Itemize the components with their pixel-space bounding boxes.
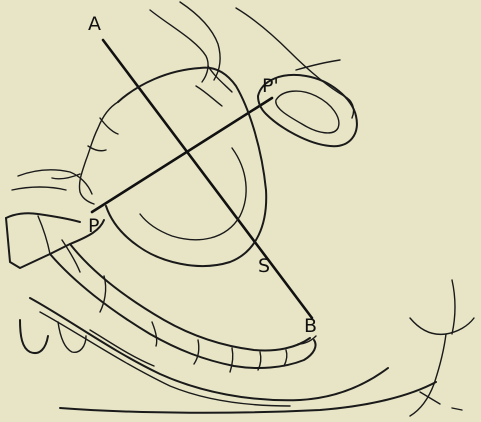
right-contour-3 — [452, 280, 455, 334]
label-b: B — [304, 315, 317, 337]
right-contour-1 — [410, 318, 474, 334]
vertebral-back — [70, 244, 310, 351]
left-mass-detail-1 — [100, 118, 118, 134]
upper-fold-6 — [208, 66, 232, 92]
upper-fold-5 — [196, 86, 222, 106]
left-mass-detail-5 — [12, 187, 66, 190]
vertebra-seg-5 — [194, 340, 199, 364]
label-a: A — [88, 13, 101, 35]
vertebra-seg-6 — [230, 348, 233, 372]
upper-fold-3 — [236, 8, 354, 118]
sacrum-top-edge — [6, 213, 80, 222]
vertebra-seg-3 — [100, 276, 106, 312]
axis-line-ab — [103, 40, 312, 318]
bladder-inner — [276, 91, 339, 133]
vertebra-seg-4 — [152, 322, 157, 346]
label-p: P — [88, 215, 99, 237]
line-p-p-prime — [92, 98, 272, 212]
label-p-prime: P' — [262, 75, 279, 97]
rectum-left — [20, 320, 48, 353]
left-mass — [79, 102, 118, 204]
vertebra-seg-1 — [38, 216, 50, 254]
label-s: S — [258, 255, 270, 277]
vertebra-seg-8 — [284, 350, 287, 366]
right-tick-2 — [452, 408, 462, 410]
pelvic-floor-1 — [30, 298, 388, 400]
